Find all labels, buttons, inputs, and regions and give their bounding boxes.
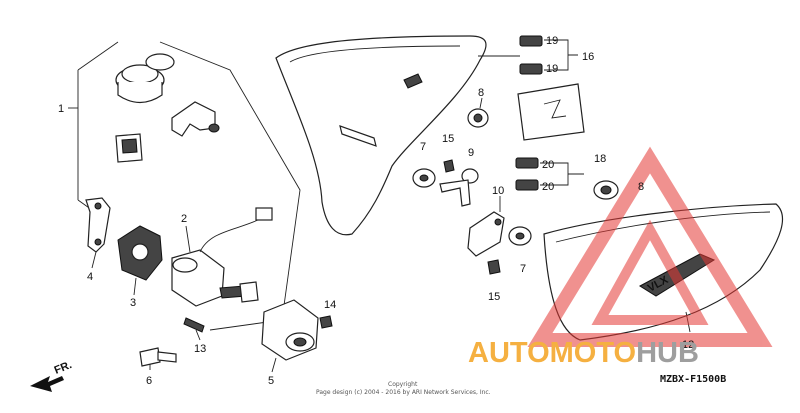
bolt-14 (319, 315, 333, 329)
direction-label: FR. (53, 359, 74, 377)
leader-4 (91, 251, 97, 269)
callout-3: 3 (130, 297, 136, 309)
watermark-auto: AUTO (468, 337, 550, 369)
callout-19-b: 19 (546, 63, 558, 75)
stay-bracket (439, 179, 471, 207)
leader-5 (271, 357, 277, 373)
callout-7-lower: 7 (520, 263, 526, 275)
callout-20-b: 20 (542, 181, 554, 193)
copyright-text: Page design (c) 2004 - 2016 by ARI Netwo… (316, 389, 491, 396)
ignition-key-cap (115, 53, 175, 104)
bracket-1 (77, 41, 119, 211)
bracket-18 (540, 162, 584, 186)
screw-13 (183, 317, 205, 333)
watermark-moto: MOTO (550, 337, 636, 369)
key-6 (139, 347, 177, 367)
callout-9: 9 (468, 147, 474, 159)
leader-2 (185, 225, 191, 253)
grommet-7-upper (412, 168, 436, 188)
grommet-8-upper (467, 108, 489, 128)
side-cover-left (275, 35, 487, 236)
bolt-15-upper (443, 159, 455, 173)
mount-bracket-4 (85, 197, 111, 253)
bracket-1-outline (159, 41, 301, 331)
callout-13: 13 (194, 343, 206, 355)
lock-cylinder-5 (261, 299, 319, 361)
callout-6: 6 (146, 375, 152, 387)
grommet-8-lower (593, 180, 619, 200)
callout-14: 14 (324, 299, 336, 311)
callout-8-lower: 8 (638, 181, 644, 193)
front-direction-arrow: FR. (30, 359, 74, 392)
switch-body-3 (117, 225, 163, 281)
bracket-16 (544, 39, 578, 71)
callout-5: 5 (268, 375, 274, 387)
callout-15-upper: 15 (442, 133, 454, 145)
callout-15-lower: 15 (488, 291, 500, 303)
callout-7-upper: 7 (420, 141, 426, 153)
callout-20-a: 20 (542, 159, 554, 171)
callout-16: 16 (582, 51, 594, 63)
callout-19-a: 19 (546, 35, 558, 47)
bracket-10 (467, 211, 505, 257)
bolt-15-lower (487, 259, 501, 275)
callout-10: 10 (492, 185, 504, 197)
emblem-19-b (519, 63, 543, 75)
leader-3 (133, 277, 137, 296)
ignition-switch-2 (171, 207, 273, 307)
emblem-20-a (515, 157, 539, 169)
decal-panel (517, 83, 585, 141)
grommet-7-lower (508, 226, 532, 246)
callout-1: 1 (58, 103, 64, 115)
switch-clip (115, 133, 143, 163)
callout-4: 4 (87, 271, 93, 283)
collar-9 (461, 168, 479, 184)
callout-2: 2 (181, 213, 187, 225)
watermark-hub: HUB (636, 337, 699, 369)
callout-18: 18 (594, 153, 606, 165)
watermark-logo (527, 146, 773, 347)
emblem-20-b (515, 179, 539, 191)
leader-8a (479, 97, 483, 109)
callout-8-upper: 8 (478, 87, 484, 99)
leader-13 (195, 329, 201, 341)
emblem-19-a (519, 35, 543, 47)
latch-bracket (171, 101, 220, 137)
watermark-text: AUTOMOTOHUB (468, 337, 699, 369)
copyright-title: Copyright (388, 381, 418, 388)
callout-12: 12 (682, 339, 694, 351)
diagram-code: MZBX-F1500B (660, 374, 726, 385)
